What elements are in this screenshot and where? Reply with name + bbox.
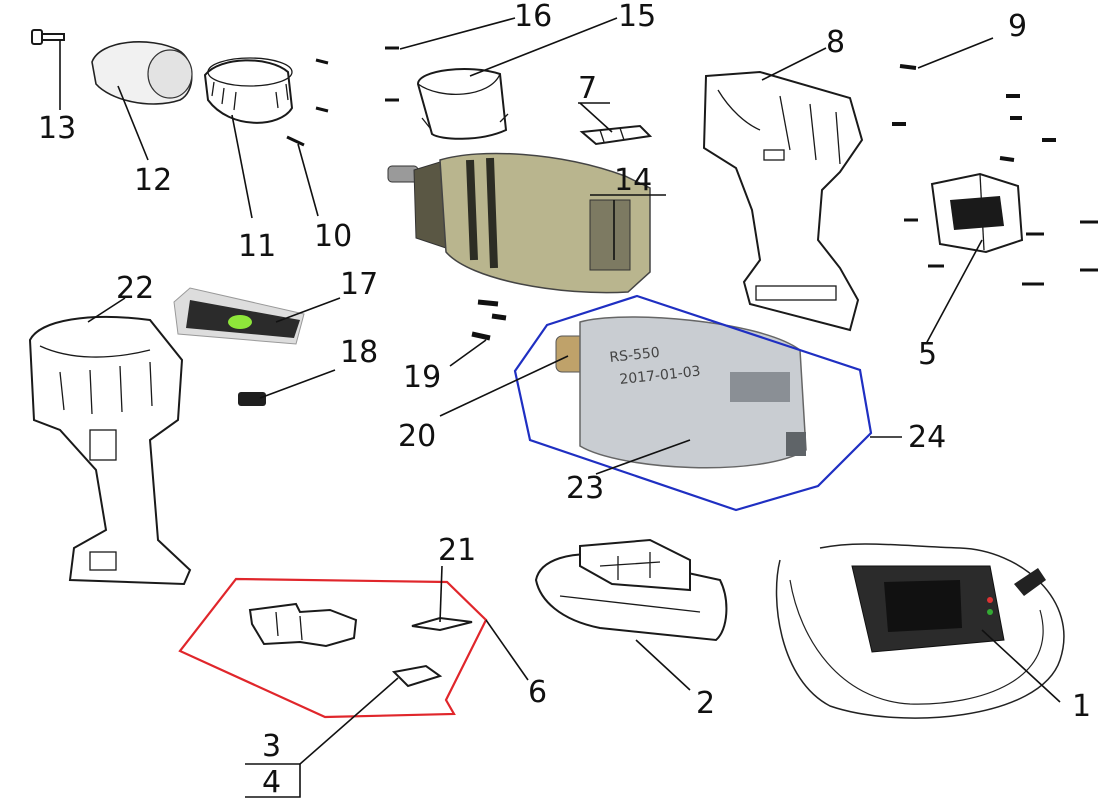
callout-3: 3 xyxy=(262,729,281,764)
motor-marking-model: RS-550 xyxy=(609,345,661,366)
callout-14: 14 xyxy=(614,163,652,198)
switch-assembly-outline xyxy=(178,577,488,719)
callout-16: 16 xyxy=(514,0,552,34)
part-14-gearbox xyxy=(387,152,651,294)
part-16-screws xyxy=(385,46,399,102)
part-5-motor-cover xyxy=(930,172,1024,254)
part-19-screws xyxy=(471,299,507,341)
part-6-switch xyxy=(248,602,358,648)
part-18-switch-cap xyxy=(238,392,266,406)
callout-1: 1 xyxy=(1072,689,1091,724)
callout-4: 4 xyxy=(262,765,281,800)
callout-8: 8 xyxy=(826,25,845,60)
part-10-pin xyxy=(286,135,305,147)
part-13-screw xyxy=(31,29,65,45)
callout-22: 22 xyxy=(116,271,154,306)
callout-6: 6 xyxy=(528,675,547,710)
part-3-slider xyxy=(391,664,443,688)
part-21-spring-plate xyxy=(411,616,473,632)
part-1-charger xyxy=(775,543,1065,719)
callout-18: 18 xyxy=(340,335,378,370)
callout-21: 21 xyxy=(438,533,476,568)
callout-2: 2 xyxy=(696,686,715,721)
callout-20: 20 xyxy=(398,419,436,454)
screws-near-motor-cover xyxy=(904,218,1098,286)
part-12-chuck-sleeve xyxy=(91,41,193,105)
callout-17: 17 xyxy=(340,267,378,302)
callout-24: 24 xyxy=(908,420,946,455)
part-22-housing-half xyxy=(28,315,192,586)
part-7-button xyxy=(579,124,653,146)
screws-near-clutch xyxy=(315,58,329,113)
part-23-motor: RS-550 2017-01-03 xyxy=(555,316,807,469)
part-9-screws xyxy=(892,64,1056,162)
callout-23: 23 xyxy=(566,471,604,506)
callout-11: 11 xyxy=(238,229,276,264)
callout-12: 12 xyxy=(134,163,172,198)
callout-7: 7 xyxy=(578,71,597,106)
part-17-spirit-level xyxy=(173,287,305,345)
part-11-clutch-ring xyxy=(203,57,294,124)
motor-assembly-outline xyxy=(513,294,873,512)
callout-10: 10 xyxy=(314,219,352,254)
part-2-battery xyxy=(534,538,728,642)
part-8-housing-half xyxy=(702,70,864,332)
callout-13: 13 xyxy=(38,111,76,146)
leader-lines xyxy=(59,17,1061,798)
callout-5: 5 xyxy=(918,337,937,372)
callout-9: 9 xyxy=(1008,9,1027,44)
callout-19: 19 xyxy=(403,360,441,395)
callout-15: 15 xyxy=(618,0,656,34)
part-15-bracket xyxy=(416,68,509,140)
callout-labels: 13 12 11 10 16 15 7 14 8 9 22 17 18 19 2… xyxy=(38,0,1091,800)
